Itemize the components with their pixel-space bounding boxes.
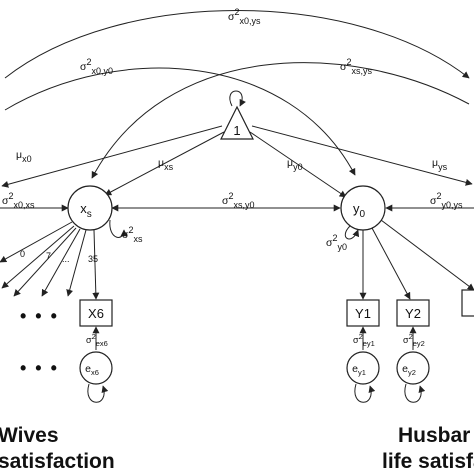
label-mu-x0: μx0 bbox=[16, 149, 32, 164]
arc-x0-ys bbox=[4, 10, 470, 79]
wives-title-line2: satisfaction bbox=[0, 450, 115, 473]
loading-dots: ... bbox=[62, 254, 70, 264]
load-xs-x6 bbox=[92, 229, 100, 300]
node-y0 bbox=[340, 185, 386, 231]
load-y0-y3 bbox=[380, 219, 474, 291]
wives-title-line1: Wives bbox=[0, 424, 59, 447]
node-ex6 bbox=[79, 351, 113, 385]
node-x6 bbox=[79, 299, 113, 327]
intercept-triangle bbox=[220, 105, 254, 140]
node-y2 bbox=[396, 299, 430, 327]
load-xs-d bbox=[41, 228, 81, 297]
triangle-label: 1 bbox=[233, 123, 240, 138]
husband-title-line2: life satisfac bbox=[382, 450, 474, 473]
loop-y0 bbox=[344, 225, 360, 240]
node-y1-label: Y1 bbox=[355, 306, 371, 321]
node-y2-label: Y2 bbox=[405, 306, 421, 321]
node-xs-label: xs bbox=[80, 201, 92, 220]
label-sigma-x0-y0: σ2x0,y0 bbox=[80, 57, 113, 76]
loop-ex6 bbox=[87, 383, 109, 403]
load-y0-y2 bbox=[371, 227, 411, 300]
label-sigma-xs-y0: σ2xs,y0 bbox=[222, 191, 255, 210]
node-ey2-label: ey2 bbox=[402, 363, 416, 377]
arc-xs-ys bbox=[91, 62, 470, 179]
label-sigma-x0-xs: σ2x0,xs bbox=[2, 191, 35, 210]
mu-xs-path bbox=[104, 131, 225, 196]
label-mu-y0: μy0 bbox=[287, 157, 303, 172]
node-y1 bbox=[346, 299, 380, 327]
node-xs bbox=[67, 185, 113, 231]
label-sigma-y0-ys: σ2y0,ys bbox=[430, 191, 463, 210]
node-ey1 bbox=[346, 351, 380, 385]
loop-ey2 bbox=[404, 383, 426, 403]
ellipsis-row-2: • • • bbox=[20, 358, 59, 378]
label-sigma-xs-ys: σ2xs,ys bbox=[340, 57, 373, 76]
loop-ey1 bbox=[354, 383, 376, 403]
node-ey1-label: ey1 bbox=[352, 363, 366, 377]
mu-ys-path bbox=[251, 125, 473, 186]
label-sigma-ex6: σ2ex6 bbox=[86, 332, 108, 348]
node-ey2 bbox=[396, 351, 430, 385]
load-xs-e bbox=[66, 229, 87, 297]
node-x6-label: X6 bbox=[88, 306, 104, 321]
load-xs-b bbox=[1, 225, 75, 289]
label-mu-xs: μxs bbox=[158, 157, 174, 172]
loading-0: 0 bbox=[20, 249, 25, 259]
loading-35: 35 bbox=[88, 254, 98, 264]
ellipsis-row-1: • • • bbox=[20, 306, 59, 326]
label-sigma-y0: σ2y0 bbox=[326, 233, 347, 252]
label-sigma-ey1: σ2ey1 bbox=[353, 332, 375, 348]
node-ex6-label: ex6 bbox=[85, 363, 99, 377]
load-xs-c bbox=[13, 227, 77, 297]
label-sigma-xs: σ2xs bbox=[122, 225, 143, 244]
husband-title-line1: Husbar bbox=[398, 424, 470, 447]
node-y3-partial bbox=[461, 289, 474, 317]
mu-y0-path bbox=[249, 131, 347, 198]
load-xs-a bbox=[0, 221, 73, 263]
loading-7: 7 bbox=[46, 251, 51, 261]
loop-xs bbox=[109, 219, 128, 238]
mu-x0-path bbox=[1, 125, 223, 188]
label-sigma-ey2: σ2ey2 bbox=[403, 332, 425, 348]
triangle-self-loop bbox=[229, 90, 246, 107]
node-y0-label: y0 bbox=[353, 201, 366, 220]
label-mu-ys: μys bbox=[432, 157, 448, 172]
arc-x0-y0 bbox=[4, 67, 356, 176]
label-sigma-x0-ys: σ2x0,ys bbox=[228, 7, 261, 26]
